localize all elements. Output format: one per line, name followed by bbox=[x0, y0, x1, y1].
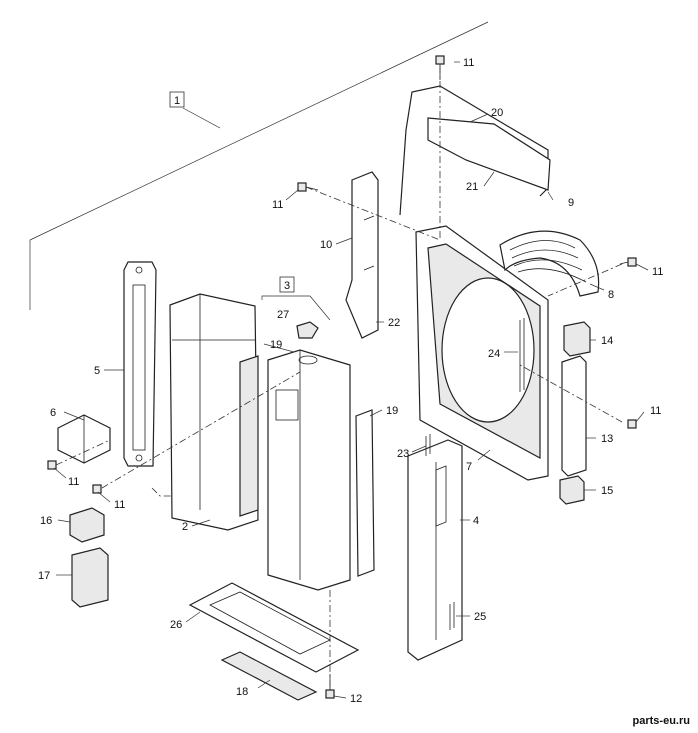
part-27-cap bbox=[296, 321, 319, 339]
part-8-fan-guard bbox=[499, 230, 600, 297]
callout-13: 13 bbox=[601, 433, 613, 445]
callout-27: 27 bbox=[277, 309, 289, 321]
callout-7: 7 bbox=[466, 461, 472, 473]
part-16-pad bbox=[69, 507, 105, 543]
part-20-rod-frame bbox=[399, 85, 551, 216]
callout-14: 14 bbox=[601, 335, 613, 347]
callout-6: 6 bbox=[50, 407, 56, 419]
callout-4: 4 bbox=[473, 515, 479, 527]
callout-box-3 bbox=[279, 276, 295, 293]
callout-8: 8 bbox=[608, 289, 614, 301]
part-5-left-bracket bbox=[123, 261, 157, 467]
callout-12: 12 bbox=[350, 693, 362, 705]
callout-11-bottom-left-b: 11 bbox=[114, 499, 125, 511]
bolt-11-bottom-left-b bbox=[92, 484, 102, 494]
part-17-pad bbox=[71, 547, 109, 608]
callout-18: 18 bbox=[236, 686, 248, 698]
bolt-11-left bbox=[297, 182, 319, 192]
callout-24: 24 bbox=[488, 348, 500, 360]
part-26-base-plate bbox=[188, 582, 360, 673]
callout-11-left: 11 bbox=[272, 199, 283, 211]
part-19-seal-strip bbox=[355, 409, 375, 577]
assembly-bracket-1 bbox=[29, 21, 489, 310]
callout-19-right: 19 bbox=[386, 405, 398, 417]
alignment-lines bbox=[55, 66, 623, 690]
callout-15: 15 bbox=[601, 485, 613, 497]
callout-20: 20 bbox=[491, 107, 503, 119]
part-6-bracket bbox=[57, 414, 111, 464]
callout-11-right-top: 11 bbox=[652, 266, 663, 278]
callout-9: 9 bbox=[568, 197, 574, 209]
watermark-text: parts-eu.ru bbox=[632, 715, 690, 727]
callout-11-right-mid: 11 bbox=[650, 405, 661, 417]
callout-26: 26 bbox=[170, 619, 182, 631]
part-15-block bbox=[559, 475, 585, 505]
callout-16: 16 bbox=[40, 515, 52, 527]
leader-lines bbox=[53, 61, 649, 699]
part-24-rod bbox=[519, 318, 525, 392]
assembly-bracket-3 bbox=[261, 295, 331, 321]
callout-box-1 bbox=[169, 91, 185, 108]
callout-11-top: 11 bbox=[463, 57, 474, 69]
callout-2: 2 bbox=[182, 521, 188, 533]
part-18-pad bbox=[220, 651, 318, 701]
part-14-block bbox=[563, 321, 591, 357]
callout-11-bottom-left-a: 11 bbox=[68, 476, 79, 488]
callouts: 1 3 11 20 21 9 11 10 11 8 27 22 14 19 24… bbox=[38, 57, 663, 705]
part-4-vertical-guide bbox=[407, 439, 463, 661]
part-2-radiator-core bbox=[169, 293, 259, 531]
callout-17: 17 bbox=[38, 570, 50, 582]
callout-19-top: 19 bbox=[270, 339, 282, 351]
bolt-11-right-top bbox=[619, 257, 637, 267]
callout-5: 5 bbox=[94, 365, 100, 377]
callout-3: 3 bbox=[284, 280, 290, 292]
callout-10: 10 bbox=[320, 239, 332, 251]
callout-25: 25 bbox=[474, 611, 486, 623]
bolt-11-bottom-left-a bbox=[47, 460, 57, 470]
part-25-rod bbox=[449, 602, 455, 630]
part-13-column bbox=[561, 355, 587, 477]
callout-23: 23 bbox=[397, 448, 409, 460]
callout-21: 21 bbox=[466, 181, 478, 193]
callout-1: 1 bbox=[174, 95, 180, 107]
part-3-intercooler-core bbox=[267, 349, 351, 591]
callout-22: 22 bbox=[388, 317, 400, 329]
part-10-plate bbox=[345, 171, 379, 339]
part-7-fan-shroud bbox=[415, 225, 549, 481]
bolt-11-right-mid bbox=[627, 419, 637, 429]
